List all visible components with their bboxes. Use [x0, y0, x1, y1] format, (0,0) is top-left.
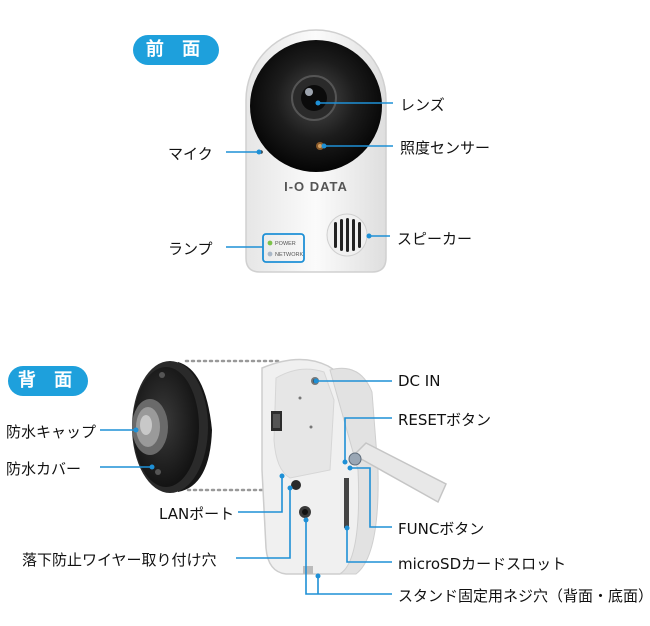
- lamp-frame: [262, 233, 305, 263]
- stand-icon: [352, 442, 447, 504]
- label-speaker: スピーカー: [397, 230, 473, 248]
- front-camera: [245, 29, 387, 273]
- label-lens: レンズ: [400, 96, 445, 114]
- reset-button-icon: [348, 452, 362, 466]
- label-dc-in: DC IN: [398, 372, 441, 390]
- label-light-sensor: 照度センサー: [400, 139, 491, 157]
- label-microsd-slot: microSDカードスロット: [398, 555, 567, 573]
- label-lan-port: LANポート: [159, 505, 235, 523]
- back-section-badge: 背 面: [8, 366, 88, 396]
- microsd-slot-icon: [344, 478, 349, 528]
- brand-logo: I-O DATA: [284, 179, 348, 194]
- stand-screw-back-icon: [291, 480, 301, 490]
- lamp-network-text: NETWORK: [275, 252, 303, 258]
- front-section-badge: 前 面: [133, 35, 219, 65]
- label-func-button: FUNCボタン: [398, 520, 485, 538]
- label-reset-button: RESETボタン: [398, 411, 492, 429]
- power-lamp-icon: [267, 240, 273, 246]
- label-waterproof-cover: 防水カバー: [6, 460, 82, 478]
- label-mic: マイク: [168, 145, 213, 163]
- leader-lines: [100, 102, 393, 595]
- lamp-power-text: POWER: [275, 241, 296, 247]
- back-camera: [261, 358, 447, 575]
- label-fall-wire-hole: 落下防止ワイヤー取り付け穴: [22, 551, 217, 569]
- lens-icon: [301, 85, 327, 111]
- waterproof-cap-assembly: [132, 361, 212, 493]
- network-lamp-icon: [267, 251, 273, 257]
- speaker-grille-icon: [326, 213, 368, 257]
- label-waterproof-cap: 防水キャップ: [6, 423, 97, 441]
- label-lamp: ランプ: [168, 240, 213, 258]
- label-stand-screw-hole: スタンド固定用ネジ穴（背面・底面）: [398, 587, 650, 605]
